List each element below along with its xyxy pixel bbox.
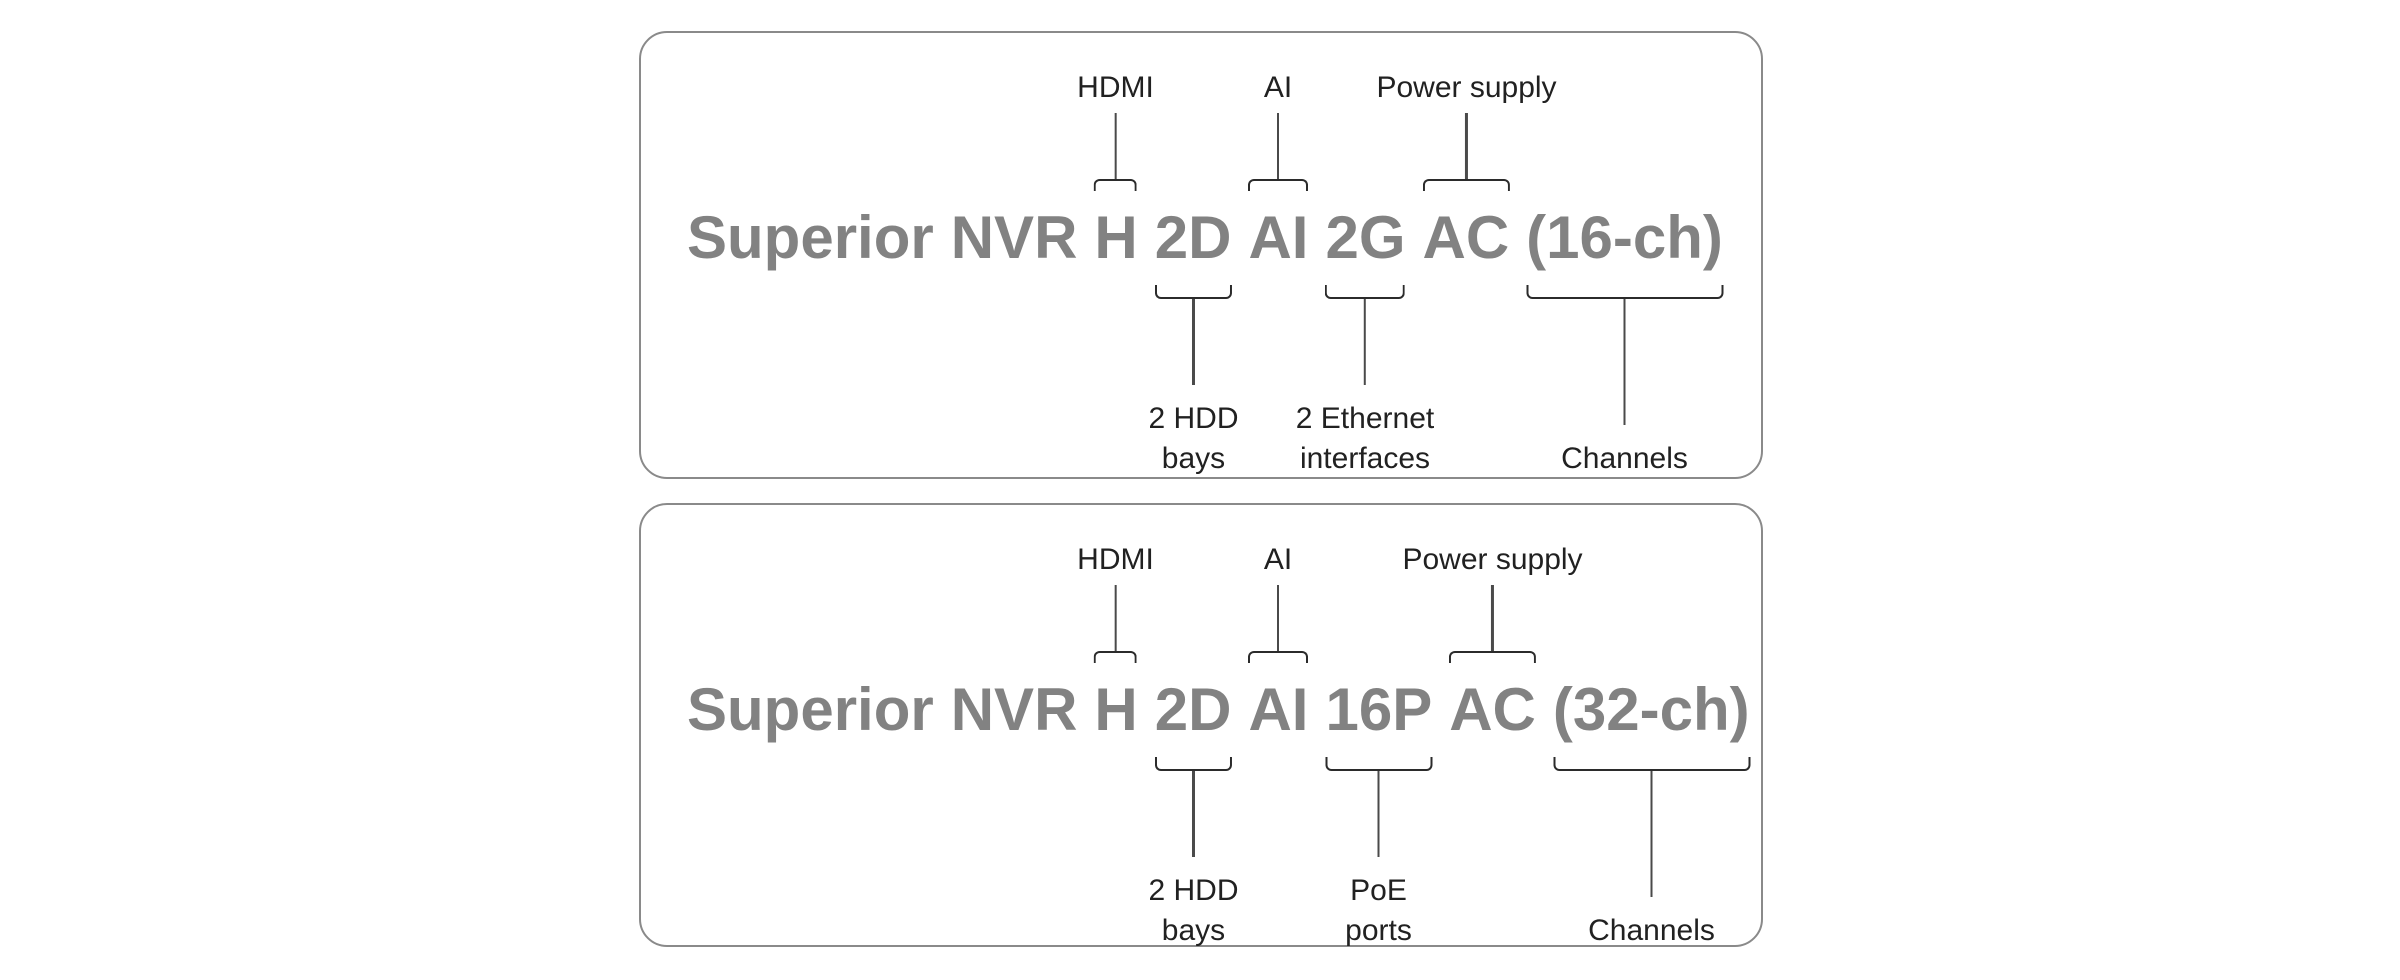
bracket bbox=[1094, 179, 1137, 191]
callout-poe-ports: PoE ports bbox=[1325, 757, 1432, 951]
connector-line bbox=[1491, 585, 1494, 651]
bracket bbox=[1154, 285, 1232, 299]
name-segment-channels: (32-ch) bbox=[1552, 676, 1750, 743]
bracket bbox=[1325, 757, 1432, 771]
callout-label: AI bbox=[1263, 71, 1293, 104]
callout-label: 2 Ethernet interfaces bbox=[1296, 399, 1434, 479]
name-segment-ai: AI bbox=[1248, 204, 1309, 271]
name-segment-channels: (16-ch) bbox=[1526, 204, 1723, 271]
callout-hdmi: HDMI bbox=[1077, 543, 1154, 663]
callout-label-line1: 2 HDD bbox=[1148, 402, 1239, 435]
callout-ai: AI bbox=[1248, 543, 1308, 663]
callout-ai: AI bbox=[1248, 71, 1308, 191]
connector-line bbox=[1377, 771, 1380, 857]
connector-line bbox=[1114, 113, 1117, 179]
name-segment-series: NVR bbox=[950, 204, 1078, 271]
name-segment-hdd: 2D bbox=[1154, 204, 1232, 271]
callout-power-supply: Power supply bbox=[1402, 543, 1583, 663]
bracket bbox=[1423, 179, 1510, 191]
bracket bbox=[1094, 651, 1137, 663]
callout-label-line1: 2 HDD bbox=[1148, 874, 1239, 907]
callout-label: 2 HDD bays bbox=[1148, 399, 1238, 479]
connector-line bbox=[1192, 299, 1195, 385]
product-naming-card-32ch: Superior NVR H 2D AI 16P AC (32-ch) HDMI… bbox=[639, 503, 1763, 947]
name-segment-series: NVR bbox=[950, 676, 1078, 743]
callout-label: 2 HDD bays bbox=[1148, 871, 1238, 951]
callout-label: Power supply bbox=[1376, 71, 1557, 104]
callout-label-line2: ports bbox=[1345, 914, 1412, 947]
bracket bbox=[1248, 651, 1308, 663]
name-segment-brand: Superior bbox=[687, 676, 934, 743]
name-segment-brand: Superior bbox=[687, 204, 934, 271]
bracket bbox=[1526, 285, 1723, 299]
connector-line bbox=[1276, 585, 1280, 651]
connector-line bbox=[1623, 299, 1626, 425]
product-naming-card-16ch: Superior NVR H 2D AI 2G AC (16-ch) HDMI … bbox=[639, 31, 1763, 479]
connector-line bbox=[1650, 771, 1653, 897]
connector-line bbox=[1465, 113, 1468, 179]
callout-label: HDMI bbox=[1077, 543, 1154, 576]
connector-line bbox=[1363, 299, 1367, 385]
product-name: Superior NVR H 2D AI 2G AC (16-ch) bbox=[687, 208, 1723, 268]
callout-label: AI bbox=[1263, 543, 1293, 576]
name-segment-network: 2G bbox=[1325, 204, 1406, 271]
callout-label-line1: Channels bbox=[1588, 914, 1715, 947]
callout-label: PoE ports bbox=[1345, 871, 1412, 951]
callout-label-line1: Channels bbox=[1561, 442, 1688, 475]
callout-label: Channels bbox=[1561, 439, 1688, 479]
name-segment-hdd: 2D bbox=[1154, 676, 1232, 743]
callout-label: HDMI bbox=[1077, 71, 1154, 104]
name-segment-network: 16P bbox=[1325, 676, 1433, 743]
callout-label-line2: bays bbox=[1161, 914, 1226, 947]
bracket bbox=[1154, 757, 1232, 771]
callout-channels: Channels bbox=[1553, 757, 1750, 951]
callout-label-line1: 2 Ethernet bbox=[1295, 402, 1435, 435]
callout-label: Power supply bbox=[1402, 543, 1583, 576]
callout-hdd-bays: 2 HDD bays bbox=[1148, 285, 1239, 479]
product-name: Superior NVR H 2D AI 16P AC (32-ch) bbox=[687, 680, 1750, 740]
name-segment-ai: AI bbox=[1248, 676, 1309, 743]
callout-channels: Channels bbox=[1526, 285, 1723, 479]
connector-line bbox=[1276, 113, 1280, 179]
name-segment-power: AC bbox=[1449, 676, 1536, 743]
callout-hdd-bays: 2 HDD bays bbox=[1148, 757, 1239, 951]
name-segment-hdmi: H bbox=[1094, 204, 1138, 271]
callout-label-line2: bays bbox=[1161, 442, 1226, 475]
name-segment-hdmi: H bbox=[1094, 676, 1138, 743]
connector-line bbox=[1192, 771, 1195, 857]
callout-power-supply: Power supply bbox=[1376, 71, 1557, 191]
bracket bbox=[1325, 285, 1405, 299]
bracket bbox=[1248, 179, 1308, 191]
callout-label-line2: interfaces bbox=[1299, 442, 1431, 475]
bracket bbox=[1449, 651, 1536, 663]
callout-ethernet-interfaces: 2 Ethernet interfaces bbox=[1296, 285, 1434, 479]
callout-hdmi: HDMI bbox=[1077, 71, 1154, 191]
bracket bbox=[1553, 757, 1750, 771]
callout-label: Channels bbox=[1588, 911, 1715, 951]
connector-line bbox=[1114, 585, 1117, 651]
callout-label-line1: PoE bbox=[1350, 874, 1407, 907]
name-segment-power: AC bbox=[1422, 204, 1510, 271]
